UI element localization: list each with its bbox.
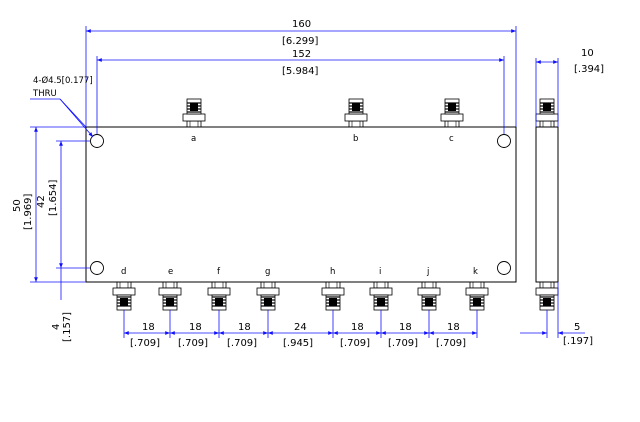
dim-connector-offset-inch: [.197] bbox=[563, 336, 593, 347]
side-connector-bottom bbox=[535, 281, 559, 311]
dim-hole-spacing: 152 bbox=[292, 49, 311, 60]
pitch-value: 18 bbox=[189, 322, 202, 333]
dim-hole-vertical: 42 bbox=[36, 195, 47, 208]
dim-depth-inch: [.394] bbox=[574, 64, 604, 75]
port-label-b: b bbox=[353, 134, 358, 144]
pitch-value: 18 bbox=[238, 322, 251, 333]
dim-overall-length: 160 bbox=[292, 19, 311, 30]
mounting-hole-tl bbox=[90, 134, 104, 148]
port-label-f: f bbox=[217, 267, 221, 277]
dim-hole-offset-inch: [.157] bbox=[62, 312, 73, 342]
pitch-inch: [.709] bbox=[340, 338, 370, 349]
port-label-g: g bbox=[265, 267, 270, 277]
dim-overall-length-inch: [6.299] bbox=[282, 36, 319, 47]
pitch-inch: [.709] bbox=[388, 338, 418, 349]
dim-connector-offset: 5 bbox=[574, 322, 580, 333]
side-connector-top bbox=[535, 98, 559, 128]
port-label-h: h bbox=[330, 267, 335, 277]
port-label-e: e bbox=[168, 267, 173, 277]
connector-i bbox=[369, 281, 393, 311]
dim-depth: 10 bbox=[581, 48, 594, 59]
pitch-inch: [.709] bbox=[130, 338, 160, 349]
pitch-labels: 18 [.709] 18 [.709] 18 [.709] 24 [.945] … bbox=[130, 322, 466, 349]
port-label-i: i bbox=[379, 267, 381, 277]
pitch-value: 24 bbox=[294, 322, 307, 333]
pitch-value: 18 bbox=[447, 322, 460, 333]
connector-a bbox=[182, 98, 206, 128]
mounting-hole-tr bbox=[497, 134, 511, 148]
mounting-hole-br bbox=[497, 261, 511, 275]
housing-side-view bbox=[535, 126, 559, 283]
pitch-value: 18 bbox=[351, 322, 364, 333]
dimension-lines bbox=[30, 26, 585, 338]
connector-j bbox=[417, 281, 441, 311]
pitch-inch: [.709] bbox=[436, 338, 466, 349]
housing-front-view bbox=[85, 126, 517, 283]
connector-g bbox=[256, 281, 280, 311]
connector-b bbox=[344, 98, 368, 128]
pitch-inch: [.709] bbox=[227, 338, 257, 349]
dim-height: 50 bbox=[12, 199, 23, 212]
dim-hole-offset: 4 bbox=[51, 324, 62, 330]
mounting-hole-bl bbox=[90, 261, 104, 275]
pitch-value: 18 bbox=[399, 322, 412, 333]
port-label-k: k bbox=[473, 267, 478, 277]
connector-c bbox=[440, 98, 464, 128]
hole-note-line1: 4-Ø4.5[0.177] bbox=[33, 75, 93, 86]
port-label-a: a bbox=[191, 134, 196, 144]
pitch-inch: [.709] bbox=[178, 338, 208, 349]
port-label-j: j bbox=[426, 267, 429, 277]
dim-hole-spacing-inch: [5.984] bbox=[282, 66, 319, 77]
port-label-c: c bbox=[449, 134, 454, 144]
connector-f bbox=[207, 281, 231, 311]
connector-e bbox=[158, 281, 182, 311]
dim-hole-vertical-inch: [1.654] bbox=[48, 179, 59, 216]
hole-note-line2: THRU bbox=[32, 89, 57, 99]
connector-h bbox=[321, 281, 345, 311]
connector-d bbox=[112, 281, 136, 311]
pitch-inch: [.945] bbox=[283, 338, 313, 349]
connector-k bbox=[465, 281, 489, 311]
dim-height-inch: [1.969] bbox=[23, 193, 34, 230]
port-label-d: d bbox=[121, 267, 126, 277]
pitch-value: 18 bbox=[142, 322, 155, 333]
